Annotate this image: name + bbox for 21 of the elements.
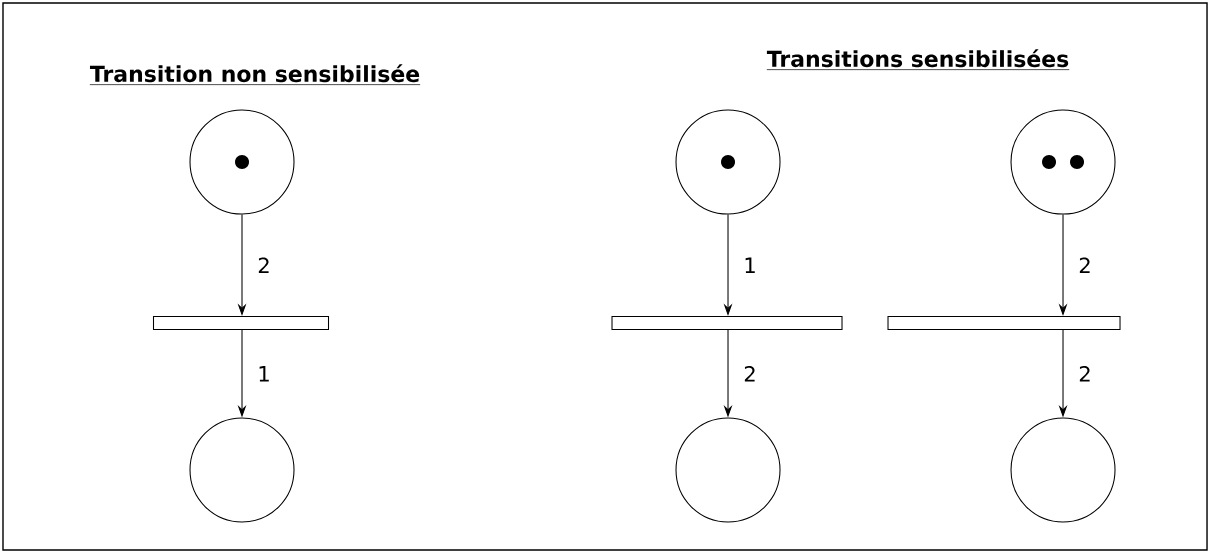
edge-label: 1 [745, 257, 755, 273]
edge-label: 2 [1079, 365, 1090, 382]
edge-label: 2 [1079, 257, 1090, 274]
edge-label: 2 [744, 365, 755, 382]
token-dot [1070, 155, 1084, 169]
place-circle [189, 417, 295, 523]
transition-bar [152, 315, 330, 331]
token-dot [235, 155, 249, 169]
token-dot [721, 155, 735, 169]
place-circle [189, 109, 295, 215]
edge-label: 2 [258, 257, 269, 274]
transition-bar [611, 315, 843, 331]
place-circle [1010, 109, 1116, 215]
place-circle [675, 417, 781, 523]
token-dot [1042, 155, 1056, 169]
edge-label: 1 [259, 366, 269, 382]
place-circle [675, 109, 781, 215]
place-circle [1010, 417, 1116, 523]
heading: Transitions sensibilisées [766, 49, 1070, 70]
heading: Transition non sensibilisée [89, 64, 421, 85]
transition-bar [887, 315, 1121, 331]
